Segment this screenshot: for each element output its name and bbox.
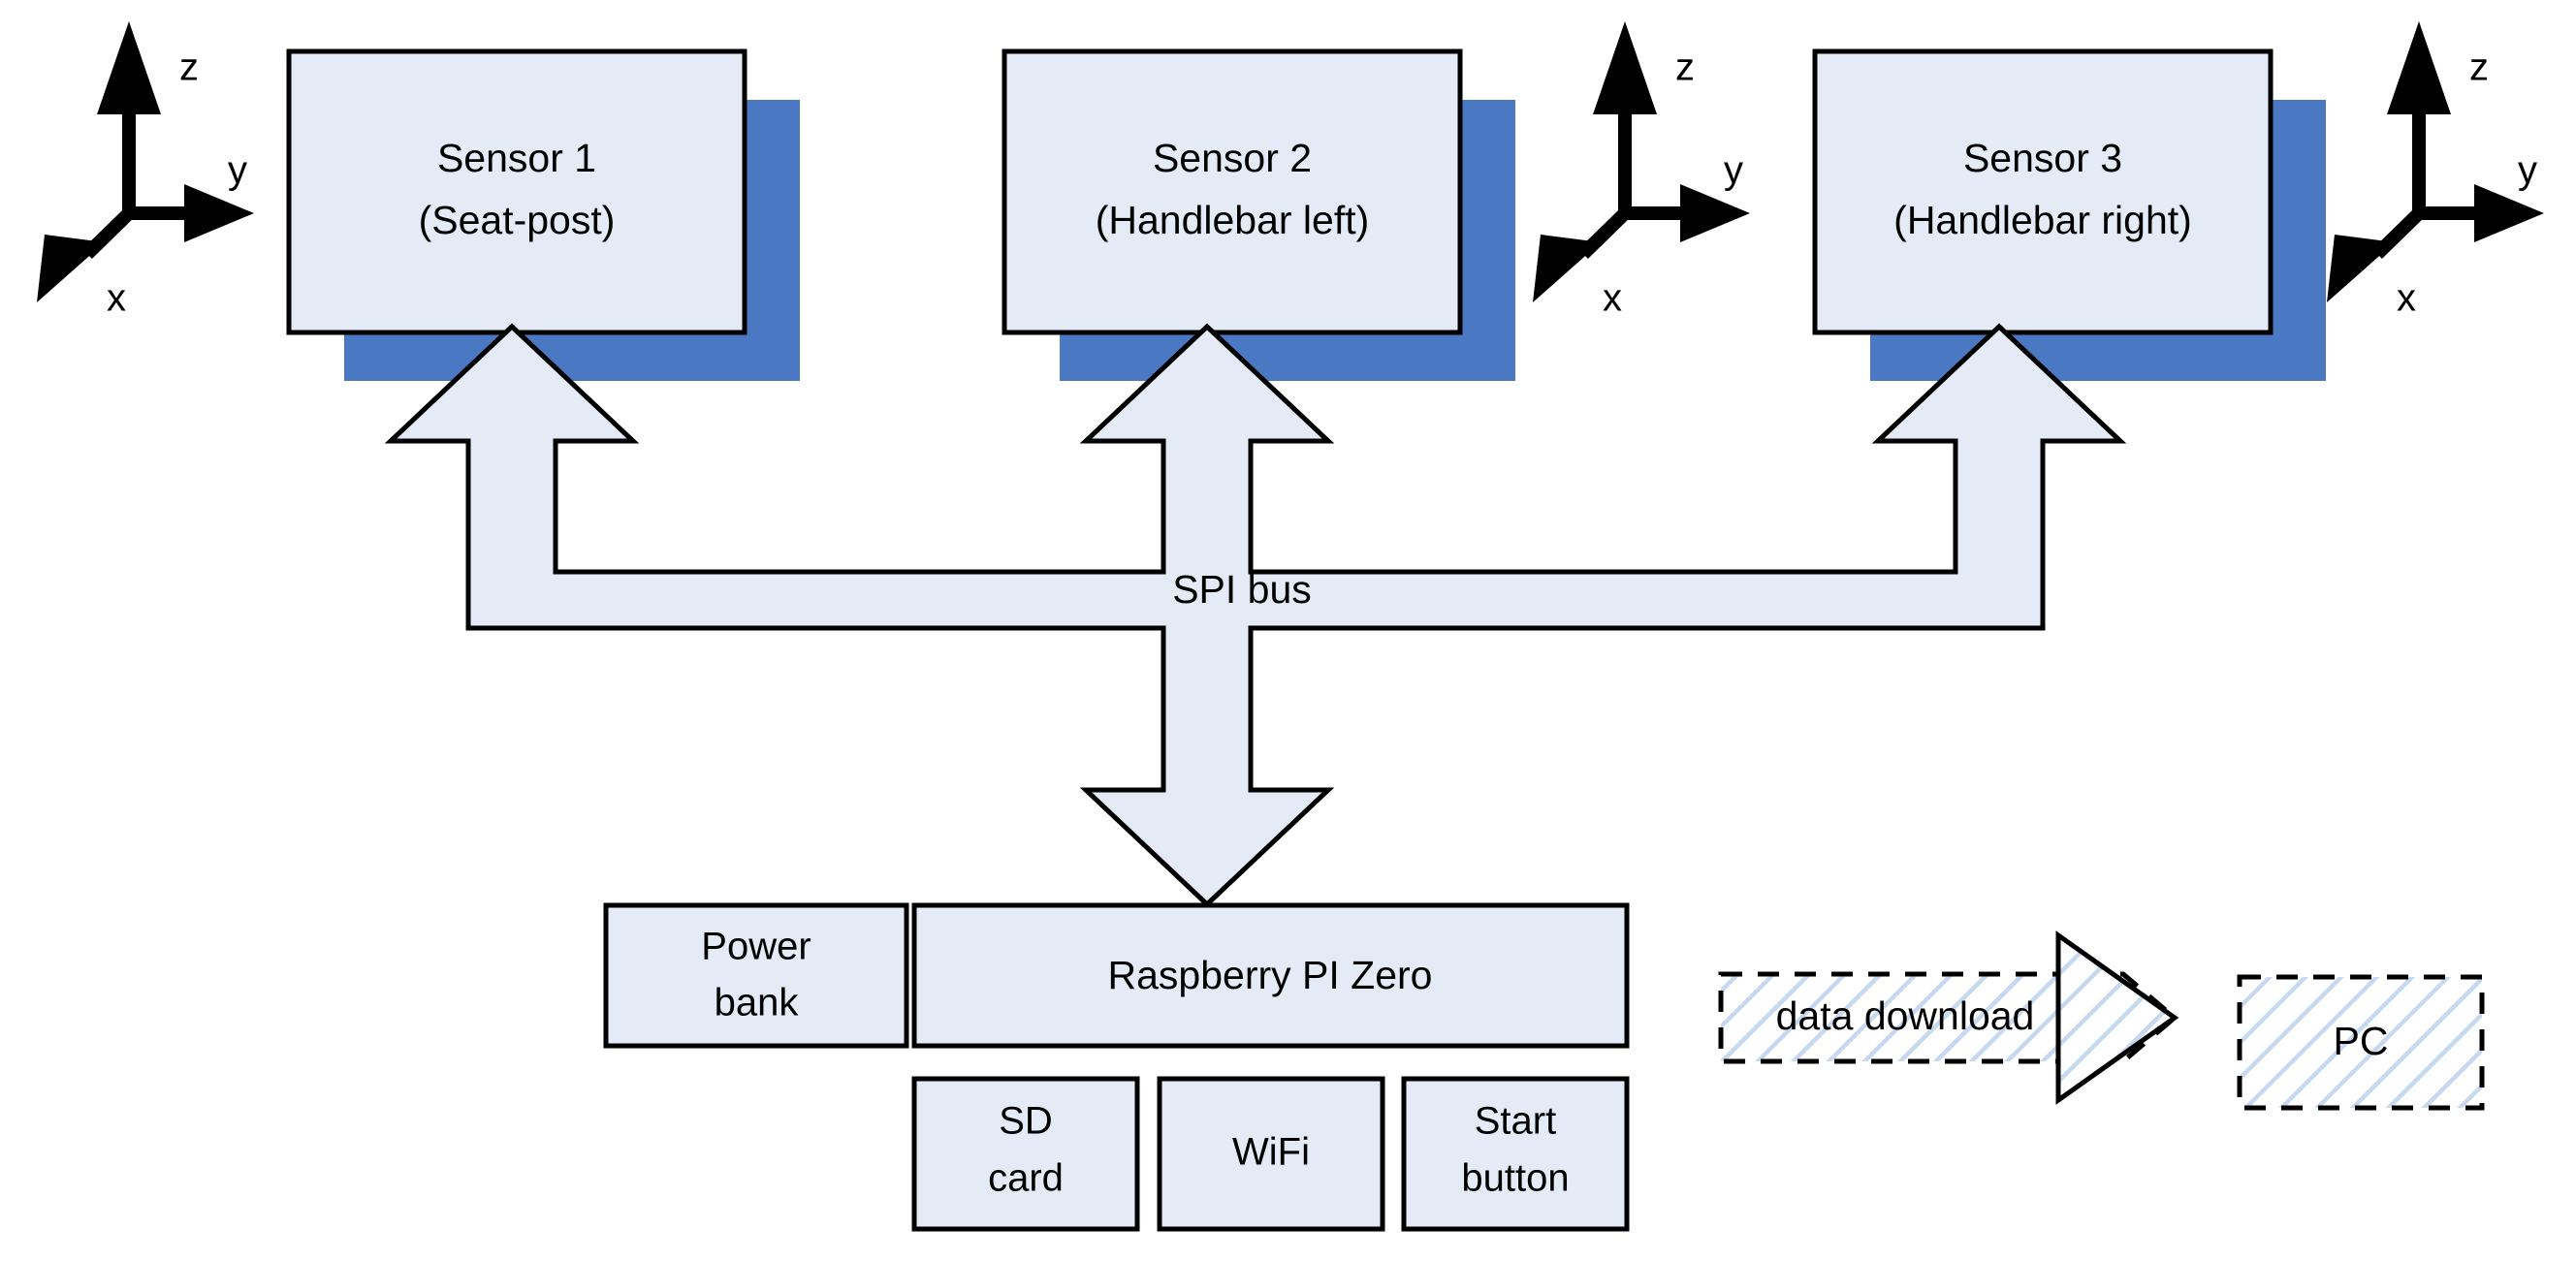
y-axis-arrowhead-2 — [1680, 184, 1750, 242]
sensor-1-box[interactable] — [286, 48, 747, 335]
z-axis-label-3: z — [2469, 47, 2489, 89]
data-download-group[interactable]: data download PC — [1718, 930, 2485, 1111]
data-download-arrowhead — [2055, 930, 2179, 1105]
z-axis-label-1: z — [179, 47, 199, 89]
z-axis-arrowhead-2 — [1593, 21, 1657, 114]
wifi-label: WiFi — [1232, 1131, 1310, 1174]
x-axis-label-3: x — [2397, 277, 2416, 320]
pc-label: PC — [2334, 1019, 2389, 1063]
sensor-1-label-line1: Sensor 1 — [437, 136, 596, 180]
sd-card-label-line2: card — [988, 1157, 1064, 1200]
raspberry-pi-box[interactable] — [911, 902, 1630, 1049]
sensor-3-label-line2: (Handlebar right) — [1893, 198, 2192, 242]
power-bank-label-line1: Power — [701, 926, 811, 968]
x-axis-label-1: x — [107, 277, 126, 320]
spi-bus-label: SPI bus — [1172, 567, 1312, 612]
sensor-2-label-line2: (Handlebar left) — [1096, 198, 1370, 242]
start-button-label-line2: button — [1461, 1157, 1569, 1200]
power-bank-label-line2: bank — [715, 982, 800, 1025]
y-axis-arrowhead-3 — [2474, 184, 2544, 242]
sensor-3-label-line1: Sensor 3 — [1963, 136, 2122, 180]
sd-card-label-line1: SD — [999, 1100, 1053, 1143]
pc-box[interactable] — [2237, 974, 2485, 1111]
sd-card-box[interactable] — [911, 1076, 1140, 1232]
sensor-1-label-line2: (Seat-post) — [419, 198, 616, 242]
sensor-3-box[interactable] — [1812, 48, 2274, 335]
axis-triad-sensor-1: z y x — [37, 21, 254, 320]
data-download-label: data download — [1776, 993, 2035, 1038]
wifi-box[interactable] — [1157, 1076, 1385, 1232]
z-axis-arrowhead-1 — [97, 21, 161, 114]
start-button-label-line1: Start — [1475, 1100, 1556, 1143]
z-axis-label-2: z — [1675, 47, 1695, 89]
axis-triad-sensor-3: z y x — [2327, 21, 2544, 320]
z-axis-arrowhead-3 — [2387, 21, 2451, 114]
y-axis-label-3: y — [2518, 149, 2537, 192]
y-axis-label-1: y — [228, 149, 247, 192]
start-button-box[interactable] — [1401, 1076, 1630, 1232]
spi-bus-arrow — [384, 323, 2127, 908]
controller-group[interactable]: Power bank Raspberry PI Zero SD card WiF… — [603, 902, 1630, 1232]
y-axis-arrowhead-1 — [184, 184, 254, 242]
x-axis-arrowhead-1 — [37, 235, 105, 302]
raspberry-pi-label: Raspberry PI Zero — [1108, 953, 1433, 997]
sensor-1-group[interactable]: Sensor 1 (Seat-post) — [286, 48, 800, 381]
y-axis-label-2: y — [1724, 149, 1743, 192]
x-axis-arrowhead-2 — [1533, 235, 1601, 302]
axis-triad-sensor-2: z y x — [1533, 21, 1750, 320]
sensor-2-label-line1: Sensor 2 — [1153, 136, 1312, 180]
sensor-3-group[interactable]: Sensor 3 (Handlebar right) — [1812, 48, 2326, 381]
x-axis-arrowhead-3 — [2327, 235, 2395, 302]
power-bank-box[interactable] — [603, 902, 909, 1049]
x-axis-label-2: x — [1603, 277, 1622, 320]
sensor-2-group[interactable]: Sensor 2 (Handlebar left) — [1002, 48, 1515, 381]
sensor-2-box[interactable] — [1002, 48, 1463, 335]
